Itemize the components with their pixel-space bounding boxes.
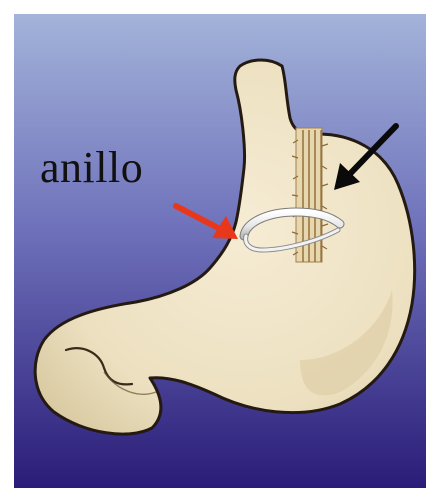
ring-label: anillo <box>40 146 143 190</box>
